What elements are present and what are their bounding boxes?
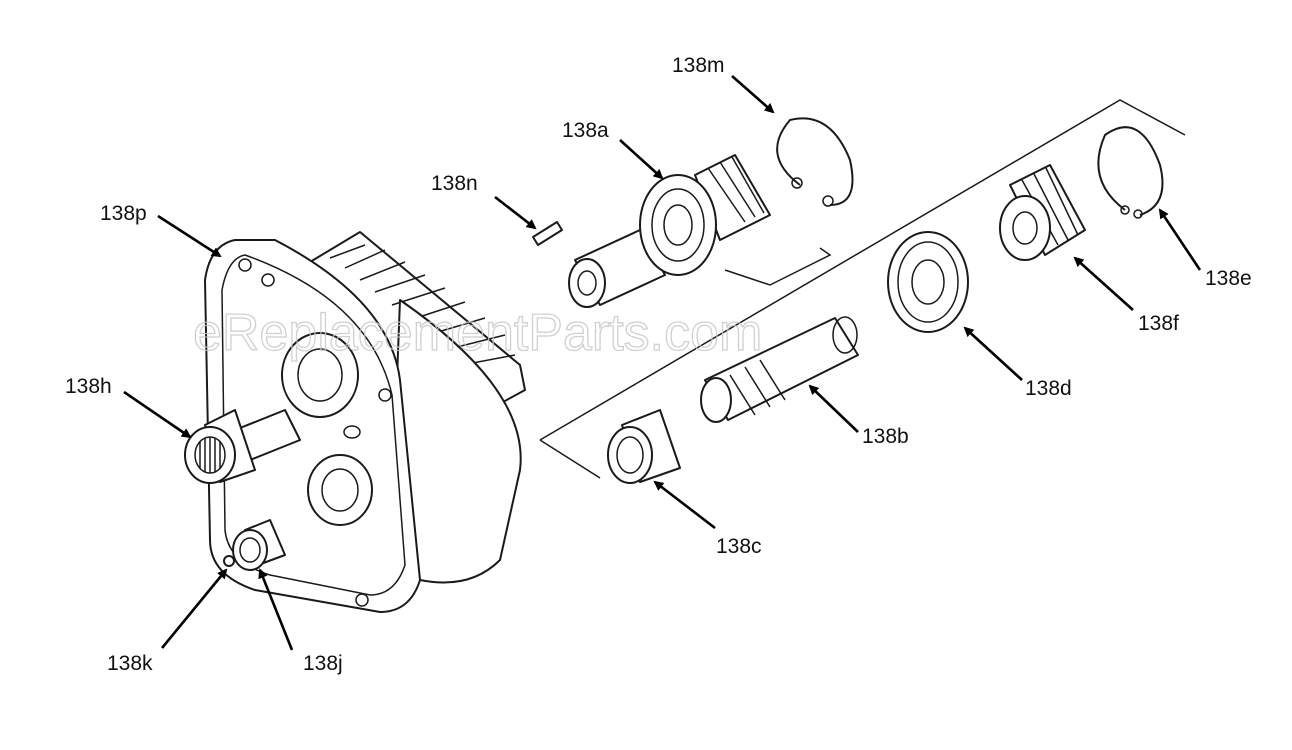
label-138m: 138m [672, 54, 725, 77]
label-138d: 138d [1025, 377, 1072, 400]
gear-shaft-138a [568, 154, 771, 308]
label-138p: 138p [100, 202, 147, 225]
label-138e: 138e [1205, 267, 1252, 290]
needle-bearing-138h [184, 409, 256, 484]
callout-labels: 138m 138a 138n 138p 138h 138k 138j 138c … [65, 54, 1252, 675]
gear-138f [999, 164, 1086, 261]
label-138k: 138k [107, 652, 153, 675]
retaining-ring-138m [776, 117, 854, 207]
retaining-ring-138e [1097, 126, 1164, 219]
ball-bearing-138d [887, 231, 969, 333]
label-138c: 138c [716, 535, 762, 558]
pin-138n [532, 221, 563, 246]
splined-shaft-138b [700, 316, 859, 423]
label-138j: 138j [303, 652, 343, 675]
housing-flange [204, 239, 421, 613]
label-138h: 138h [65, 375, 112, 398]
label-138f: 138f [1138, 312, 1179, 335]
watermark: eReplacementParts.com [193, 304, 762, 362]
needle-bearing-138j [232, 519, 286, 571]
leader-arrows [123, 75, 1202, 651]
ball-138k [223, 555, 235, 567]
bearing-138c [607, 409, 681, 484]
label-138b: 138b [862, 425, 909, 448]
gear-housing [204, 231, 526, 613]
label-138n: 138n [431, 172, 478, 195]
sub-assembly-bracket [539, 99, 1186, 479]
label-138a: 138a [562, 119, 609, 142]
